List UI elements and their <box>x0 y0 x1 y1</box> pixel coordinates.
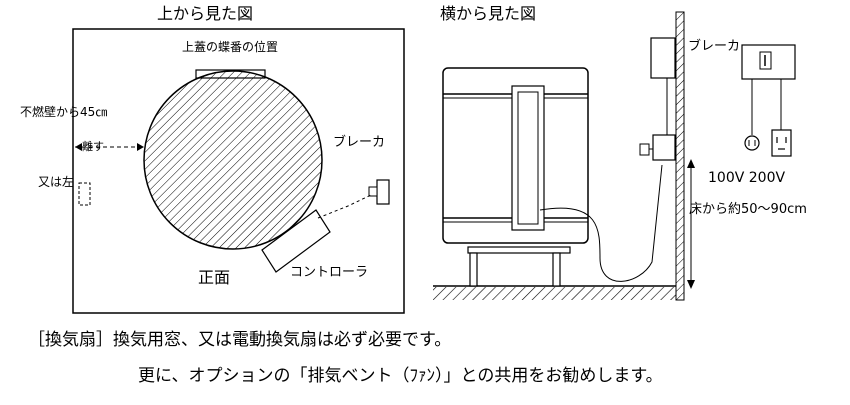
arrowhead-left <box>75 143 82 151</box>
front-label: 正面 <box>198 268 231 287</box>
side-view <box>433 11 695 301</box>
controller-label: コントローラ <box>290 265 369 280</box>
breaker-label-top: ブレーカ <box>333 135 386 150</box>
cable-unit <box>539 164 663 282</box>
wire-dashed <box>317 194 372 219</box>
exhaust-vent-note: 更に、オプションの「排気ベント（ﾌｧﾝ）」との共用をお勧めします。 <box>138 366 663 386</box>
voltage-label: 100V 200V <box>708 170 786 186</box>
arrowhead-right <box>137 143 144 151</box>
controller-knob <box>639 143 650 156</box>
outlet-100v <box>744 135 760 151</box>
gap-label: 離す <box>82 140 104 153</box>
stand-top <box>467 246 571 254</box>
lid-hinge-label: 上蓋の蝶番の位置 <box>182 40 279 54</box>
heater-tube-inner <box>517 91 539 225</box>
alt-position-left <box>78 182 91 206</box>
stand-leg-left <box>469 252 478 287</box>
breaker-label-side: ブレーカ <box>688 39 741 54</box>
breaker-box-top <box>376 179 390 205</box>
controller-box <box>261 209 331 273</box>
side-view-title: 横から見た図 <box>440 4 537 23</box>
wall-distance-label: 不燃壁から45㎝ <box>20 105 108 119</box>
wall-hatch <box>675 11 685 301</box>
height-arrowhead-bottom <box>687 280 695 289</box>
or-left-label: 又は左 <box>38 175 75 189</box>
ventilation-note: ［換気扇］換気用窓、又は電動換気扇は必ず必要です。 <box>28 330 452 350</box>
top-view <box>72 28 405 314</box>
stand-leg-right <box>552 252 561 287</box>
top-view-title: 上から見た図 <box>157 4 254 23</box>
height-label: 床から約50～90cm <box>689 202 807 217</box>
height-arrowhead-top <box>687 159 695 168</box>
sauna-stove-circle <box>143 70 323 250</box>
breaker-box-side <box>650 37 676 79</box>
breaker-switch-top <box>368 186 378 197</box>
room-outline <box>72 28 405 314</box>
floor-hatch <box>433 287 676 300</box>
breaker-detail <box>741 44 796 157</box>
controller-side <box>652 134 676 161</box>
outlet-200v <box>771 129 792 157</box>
